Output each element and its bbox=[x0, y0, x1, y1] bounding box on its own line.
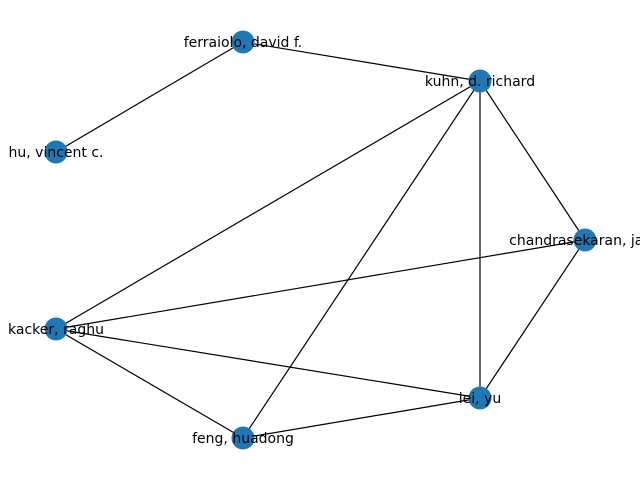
node-label-lei: lei, yu bbox=[459, 391, 501, 407]
node-label-ferraiolo: ferraiolo, david f. bbox=[184, 35, 303, 51]
node-kacker bbox=[44, 317, 68, 341]
labels-layer: ferraiolo, david f. kuhn, d. richard hu, v… bbox=[8, 35, 640, 447]
node-lei bbox=[468, 386, 492, 410]
node-hu bbox=[44, 140, 68, 164]
node-label-feng: feng, huadong bbox=[192, 431, 294, 447]
edge-ferraiolo-kuhn bbox=[242, 41, 481, 82]
edge-kacker-feng bbox=[55, 328, 244, 439]
edges-layer bbox=[55, 41, 586, 439]
edge-feng-lei bbox=[242, 397, 481, 439]
edge-kuhn-feng bbox=[242, 80, 481, 439]
edge-kuhn-kacker bbox=[55, 80, 481, 330]
node-label-hu: hu, vincent c. bbox=[9, 145, 104, 161]
node-chandrasekaran bbox=[573, 228, 597, 252]
edge-kuhn-chandrasekaran bbox=[479, 80, 586, 241]
edge-chandrasekaran-lei bbox=[479, 239, 586, 399]
node-feng bbox=[231, 426, 255, 450]
node-label-chandrasekaran: chandrasekaran, jaga bbox=[509, 233, 640, 249]
edge-chandrasekaran-kacker bbox=[55, 239, 586, 330]
node-label-kacker: kacker, raghu bbox=[8, 322, 104, 338]
nodes-layer bbox=[44, 30, 597, 450]
edge-ferraiolo-hu bbox=[55, 41, 244, 153]
node-label-kuhn: kuhn, d. richard bbox=[425, 74, 535, 90]
node-ferraiolo bbox=[231, 30, 255, 54]
edge-kacker-lei bbox=[55, 328, 481, 399]
node-kuhn bbox=[468, 69, 492, 93]
